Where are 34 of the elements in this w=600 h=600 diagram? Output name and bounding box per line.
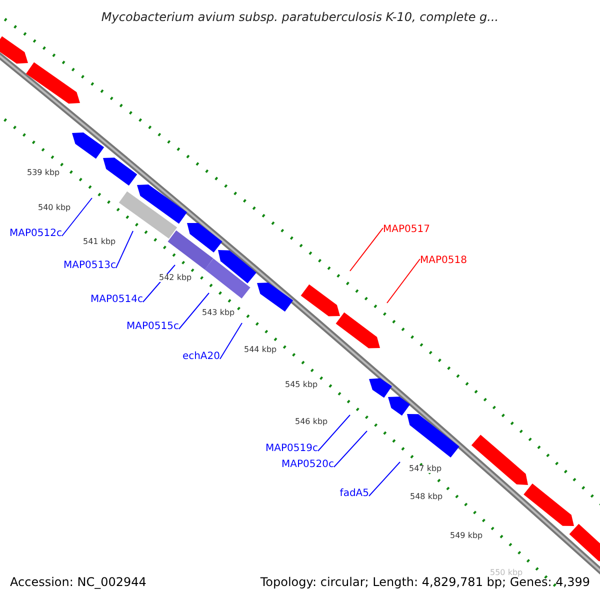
gene-name: MAP0515c [126, 322, 179, 332]
gene-name: MAP0512c [10, 229, 62, 239]
genome-info-text: Topology: circular; Length: 4,829,781 bp; Genes: 4,399 [260, 576, 590, 588]
gene-name: MAP0513c [64, 261, 116, 271]
gene-name: MAP0520c [282, 460, 334, 470]
gene-name: MAP0518 [420, 256, 467, 266]
leader-line [220, 322, 242, 360]
leader-line [368, 462, 400, 496]
tick-label: 547 kbp [409, 465, 442, 473]
accession-text: Accession: NC_002944 [10, 576, 146, 588]
leader-line [386, 258, 420, 304]
tick-label: 549 kbp [450, 532, 483, 540]
gene-name: fadA5 [340, 489, 369, 499]
gene-name: MAP0519c [266, 444, 318, 454]
leader-line [350, 228, 384, 272]
tick-label: 542 kbp [159, 274, 192, 282]
gene-name: MAP0514c [90, 295, 143, 305]
leader-line [318, 414, 350, 452]
tick-label: 539 kbp [27, 169, 60, 177]
tick-label: 545 kbp [285, 381, 318, 389]
tick-label: 541 kbp [83, 238, 116, 246]
tick-label: 544 kbp [244, 346, 277, 354]
tick-label: 548 kbp [410, 493, 443, 501]
gene-name: echA20 [182, 352, 220, 362]
map-title: Mycobacterium avium subsp. paratuberculosis K-10, complete g... [100, 11, 500, 23]
leader-line [178, 292, 210, 330]
gene-name: MAP0517 [383, 225, 430, 235]
leader-line [116, 230, 134, 268]
leader-line [334, 430, 368, 468]
tick-label: 540 kbp [38, 204, 71, 212]
leader-line [62, 198, 92, 236]
tick-label: 550 kbp [490, 569, 523, 577]
tick-label: 543 kbp [202, 309, 235, 317]
tick-label: 546 kbp [295, 418, 328, 426]
